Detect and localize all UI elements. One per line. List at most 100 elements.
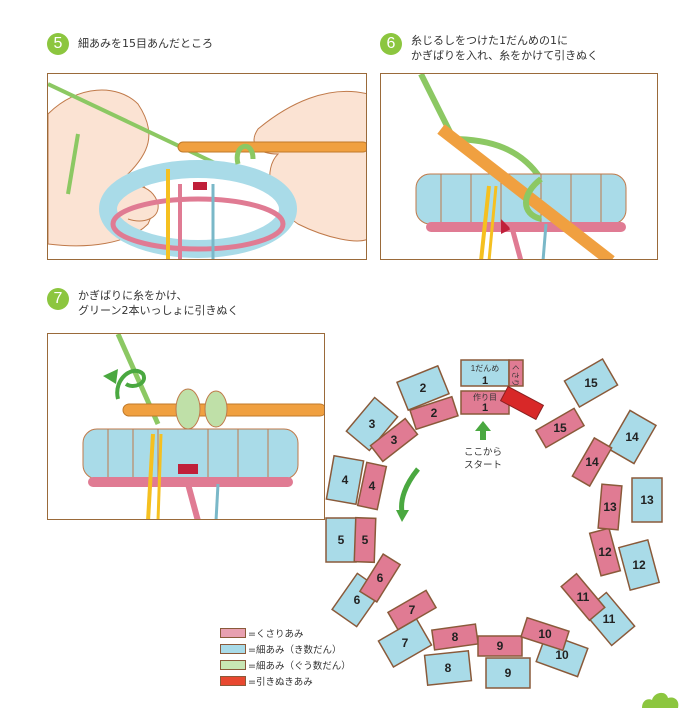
- legend-item-chain: =くさりあみ: [220, 625, 351, 640]
- legend-item-single-odd: =細あみ（き数だん）: [220, 641, 351, 656]
- stitch-box: [369, 417, 419, 463]
- stitch-number: 3: [391, 433, 398, 447]
- step-7-illustration: [47, 333, 325, 520]
- foundation-number: 1: [482, 402, 488, 414]
- legend-swatch: [220, 627, 246, 638]
- inner-stitch: 13: [597, 483, 623, 531]
- stitch-box: [396, 364, 450, 412]
- start-text-line2: スタート: [464, 460, 502, 471]
- stitch-box: [477, 635, 523, 657]
- outer-stitch: 2: [396, 364, 450, 412]
- chain-stitch: くさり: [508, 359, 524, 387]
- stitch-box: [356, 461, 388, 511]
- stitch-box: [386, 589, 438, 631]
- stitch-number: 4: [369, 479, 376, 493]
- outer-stitch: 15: [563, 357, 619, 409]
- stitch-box: [560, 572, 606, 622]
- stitch-number: 4: [342, 473, 349, 487]
- outer-stitch: 14: [606, 409, 658, 465]
- stitch-number: 12: [598, 545, 612, 559]
- outer-stitch: 9: [485, 657, 531, 689]
- step-number-badge: 7: [47, 288, 69, 310]
- legend: =くさりあみ =細あみ（き数だん） =細あみ（ぐう数だん） =引きぬきあみ: [220, 625, 351, 689]
- stitch-number: 9: [497, 639, 504, 653]
- step-number-badge: 6: [380, 33, 402, 55]
- stitch-box: [563, 357, 619, 409]
- stitch-box: [520, 616, 570, 652]
- stitch-number: 11: [603, 612, 616, 626]
- stitch-number: 8: [452, 630, 459, 644]
- stitch-number: 9: [505, 666, 512, 680]
- outer-stitch: 13: [631, 477, 663, 523]
- inner-stitch: 12: [588, 527, 622, 577]
- stitch-box: [423, 649, 473, 687]
- stitch-box: [430, 623, 480, 651]
- stitch-box: [606, 409, 658, 465]
- legend-label: =くさりあみ: [248, 628, 304, 640]
- inner-stitch: 10: [520, 616, 570, 652]
- legend-label: =細あみ（き数だん）: [248, 644, 342, 656]
- step-5-illustration: [47, 73, 367, 260]
- step-instruction: 糸じるしをつけた1だんめの1に かぎばりを入れ、糸をかけて引きぬく: [411, 34, 599, 62]
- slip-stitch: [499, 385, 545, 421]
- outer-stitch: 5: [325, 517, 357, 563]
- start-arrow-icon: [475, 421, 491, 440]
- inner-stitch: 2: [409, 395, 459, 431]
- stitch-box: [631, 477, 663, 523]
- stitch-number: 6: [377, 571, 384, 585]
- stitch-number: 14: [585, 455, 599, 469]
- step-number-badge: 5: [47, 33, 69, 55]
- stitch-box: [345, 396, 399, 452]
- foundation-label: 作り目: [473, 392, 497, 402]
- green-yarn: [418, 74, 454, 136]
- stitch-number: 10: [538, 627, 552, 641]
- stitch-number: 3: [369, 417, 376, 431]
- outer-stitch-number: 1: [482, 375, 488, 387]
- inner-stitch: 5: [353, 516, 377, 564]
- stitch-number: 5: [362, 533, 369, 547]
- legend-swatch: [220, 643, 246, 654]
- inner-stitch: 8: [430, 623, 480, 651]
- stitch-box: [353, 516, 377, 564]
- foundation-stitch-1: 作り目 1: [460, 390, 510, 415]
- step-instruction: 細あみを15目あんだところ: [78, 37, 213, 50]
- stitch-number: 2: [420, 381, 427, 395]
- crochet-hook: [177, 141, 366, 153]
- wrap-arrow-icon: [115, 368, 146, 400]
- stitch-number: 14: [625, 430, 639, 444]
- legend-label: =細あみ（ぐう数だん）: [248, 660, 351, 672]
- stitch-box: [617, 538, 661, 592]
- stitch-number: 8: [445, 661, 452, 675]
- step-6-header: 6 糸じるしをつけた1だんめの1に かぎばりを入れ、糸をかけて引きぬく: [380, 33, 598, 63]
- stitch-number: 13: [603, 500, 617, 514]
- stitch-box: [571, 436, 613, 488]
- direction-arrowhead: [396, 510, 409, 522]
- stitch-box: [485, 657, 531, 689]
- stitch-box: [588, 527, 622, 577]
- step-instruction: かぎばりに糸をかけ、 グリーン2本いっしょに引きぬく: [78, 289, 239, 317]
- stitch-number: 7: [402, 636, 409, 650]
- legend-item-slip: =引きぬきあみ: [220, 673, 351, 688]
- stitch-box: [325, 454, 365, 506]
- stitch-number: 12: [632, 558, 646, 572]
- round-1-label: 1だんめ: [471, 364, 499, 373]
- green-yarn: [48, 82, 239, 176]
- outer-stitch: 4: [325, 454, 365, 506]
- inner-stitch: 9: [477, 635, 523, 657]
- stitch-number: 15: [584, 376, 598, 390]
- legend-swatch: [220, 659, 246, 670]
- legend-item-single-even: =細あみ（ぐう数だん）: [220, 657, 351, 672]
- direction-arrow-icon: [399, 467, 420, 513]
- inner-stitch: 15: [534, 407, 586, 449]
- outer-stitch: 8: [423, 649, 473, 687]
- stitch-number: 5: [338, 533, 345, 547]
- stitch-number: 13: [640, 493, 654, 507]
- stitch-number: 2: [431, 406, 438, 420]
- stitch-number: 10: [555, 648, 569, 662]
- inner-stitch: 7: [386, 589, 438, 631]
- stitch-box: [358, 553, 402, 603]
- legend-label: =引きぬきあみ: [248, 676, 313, 688]
- stitch-box: [597, 483, 623, 531]
- outer-stitch: 3: [345, 396, 399, 452]
